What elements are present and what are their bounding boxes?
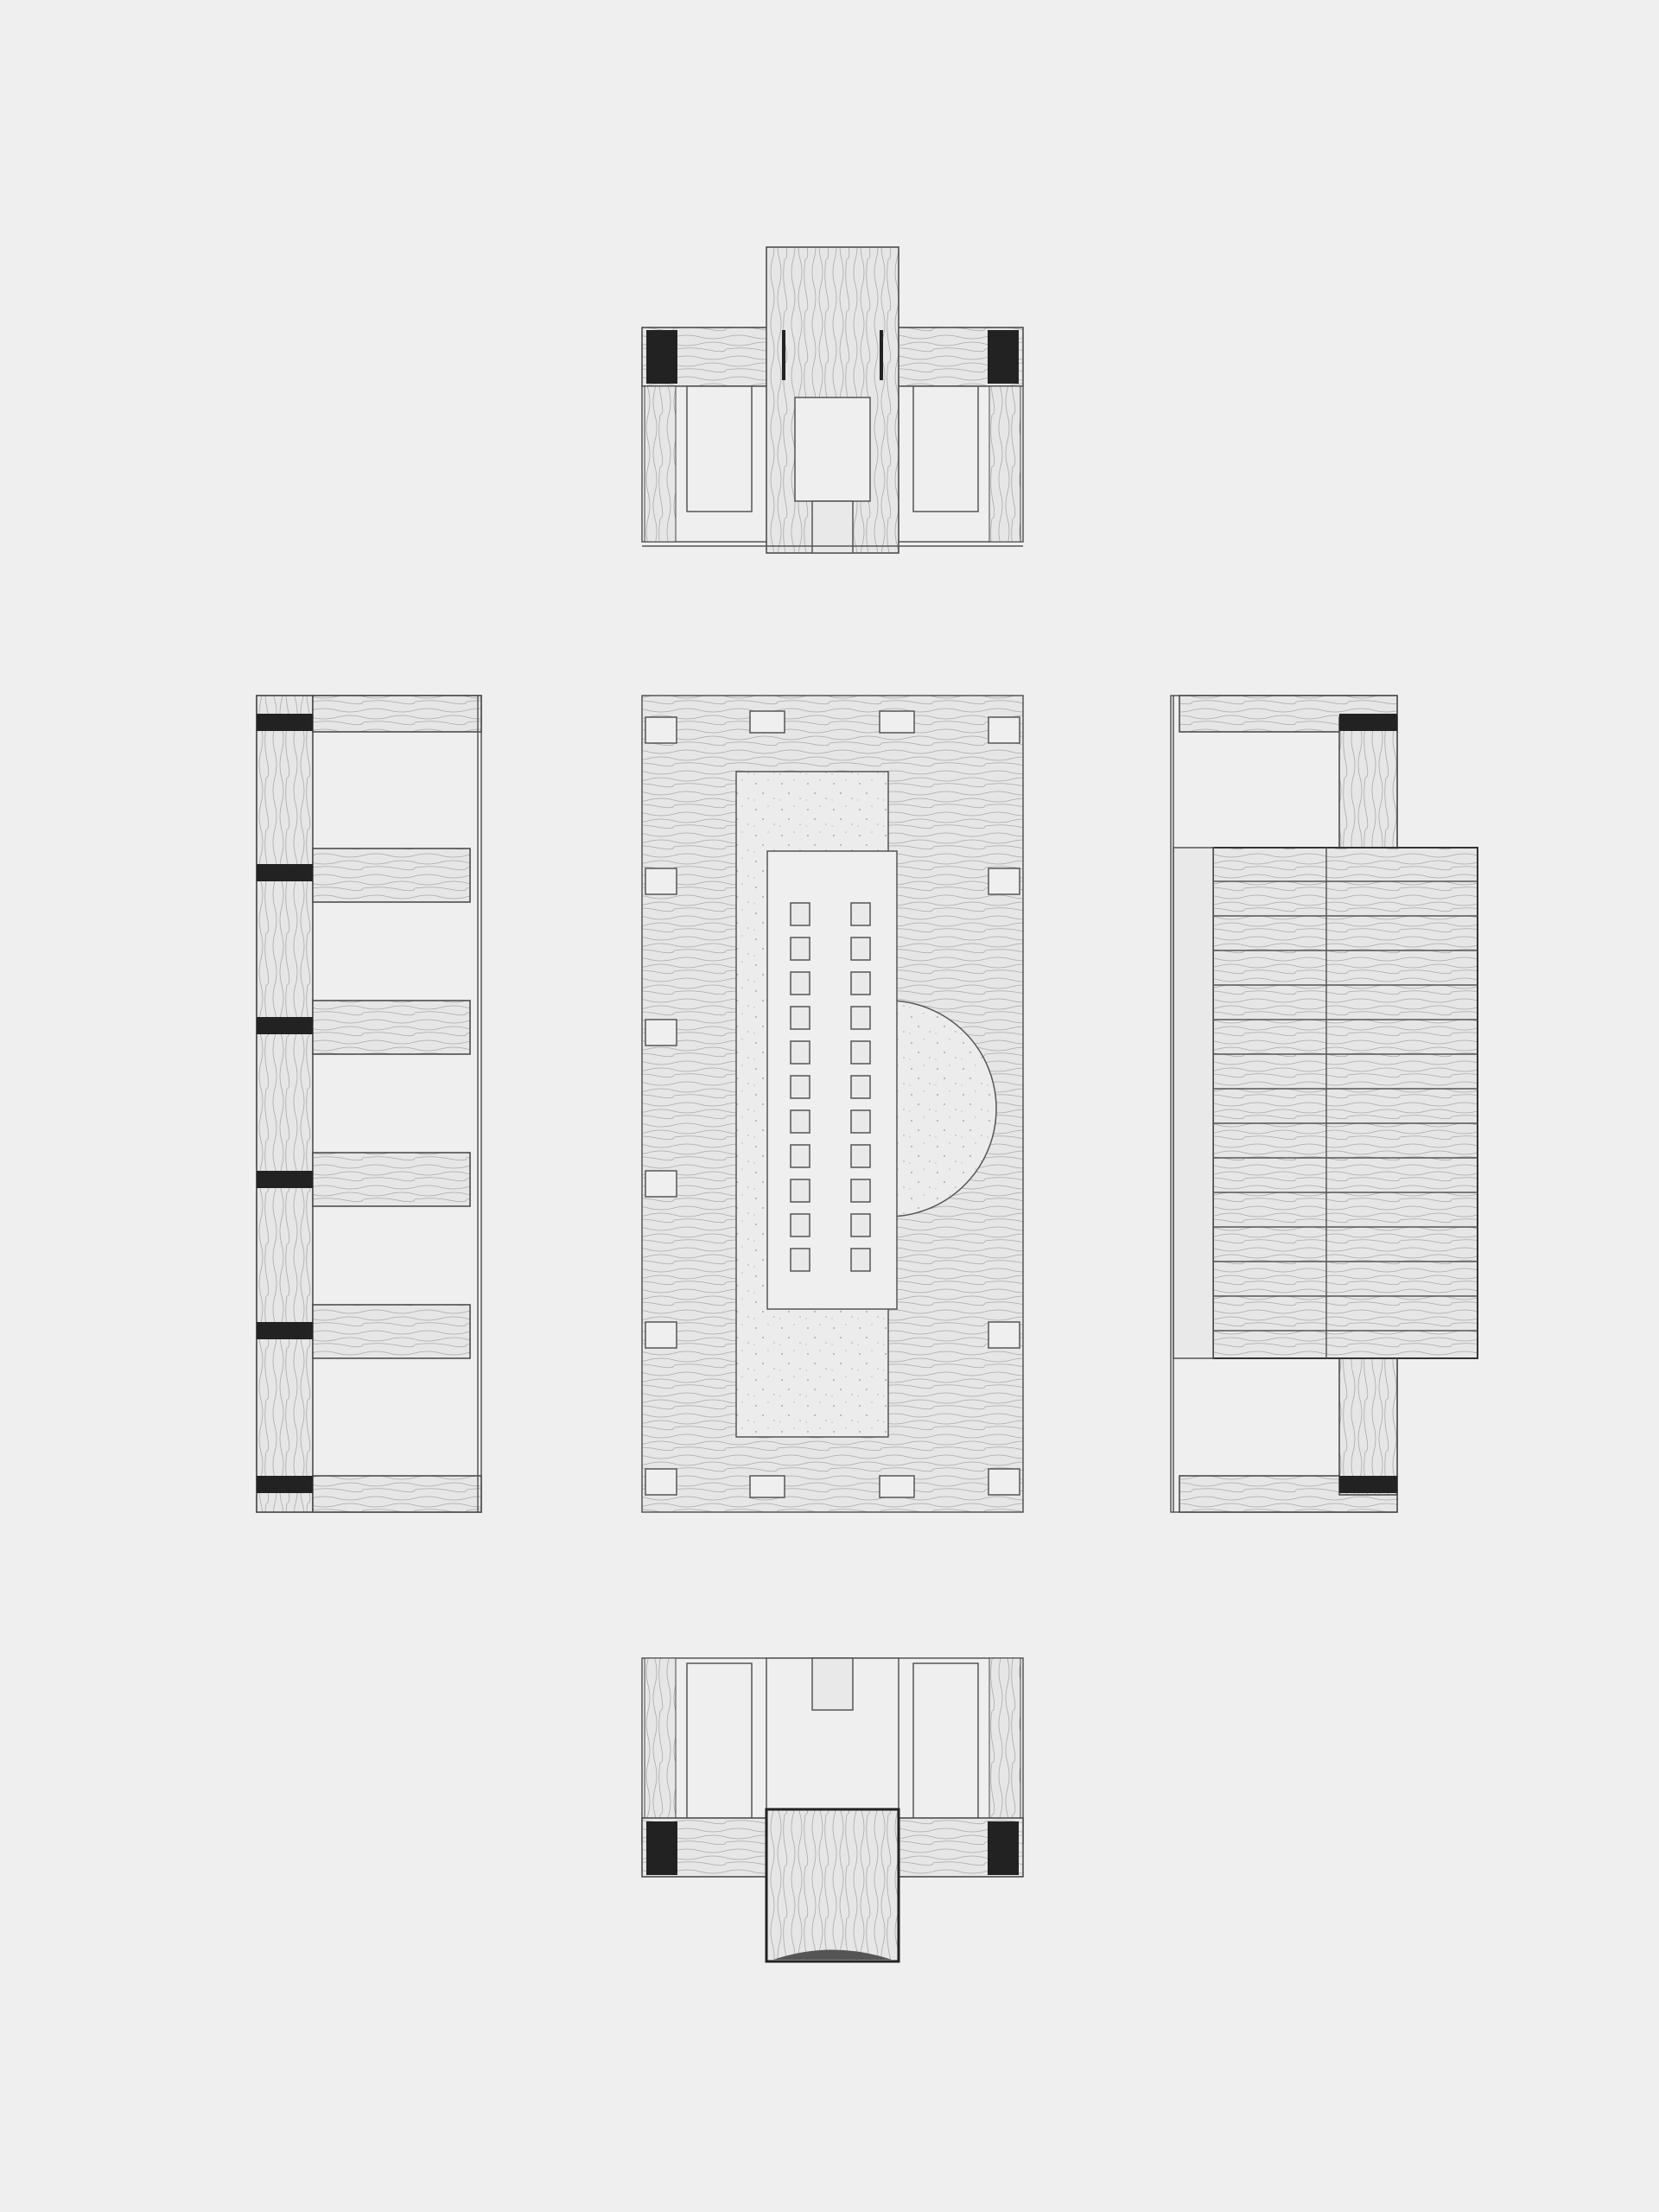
floor-plan <box>641 695 1024 1513</box>
column-cap <box>988 330 1019 384</box>
window <box>912 385 979 512</box>
seats <box>790 902 871 1272</box>
column-cap <box>646 330 677 384</box>
top-elevation <box>641 246 1024 554</box>
column <box>256 695 314 1513</box>
steps <box>811 1657 854 1711</box>
right-elevation <box>1170 695 1478 1513</box>
central-tower <box>765 1808 900 1963</box>
apse <box>887 1000 997 1217</box>
door-opening <box>794 397 871 502</box>
table-area <box>766 850 898 1310</box>
bottom-elevation <box>641 1657 1024 1963</box>
roof-panel <box>1212 847 1478 1359</box>
window <box>686 385 753 512</box>
columns <box>645 710 1020 1498</box>
left-post <box>644 385 677 543</box>
steps <box>811 500 854 554</box>
right-post <box>988 385 1021 543</box>
shadow <box>773 1949 892 1960</box>
left-elevation <box>256 695 482 1513</box>
